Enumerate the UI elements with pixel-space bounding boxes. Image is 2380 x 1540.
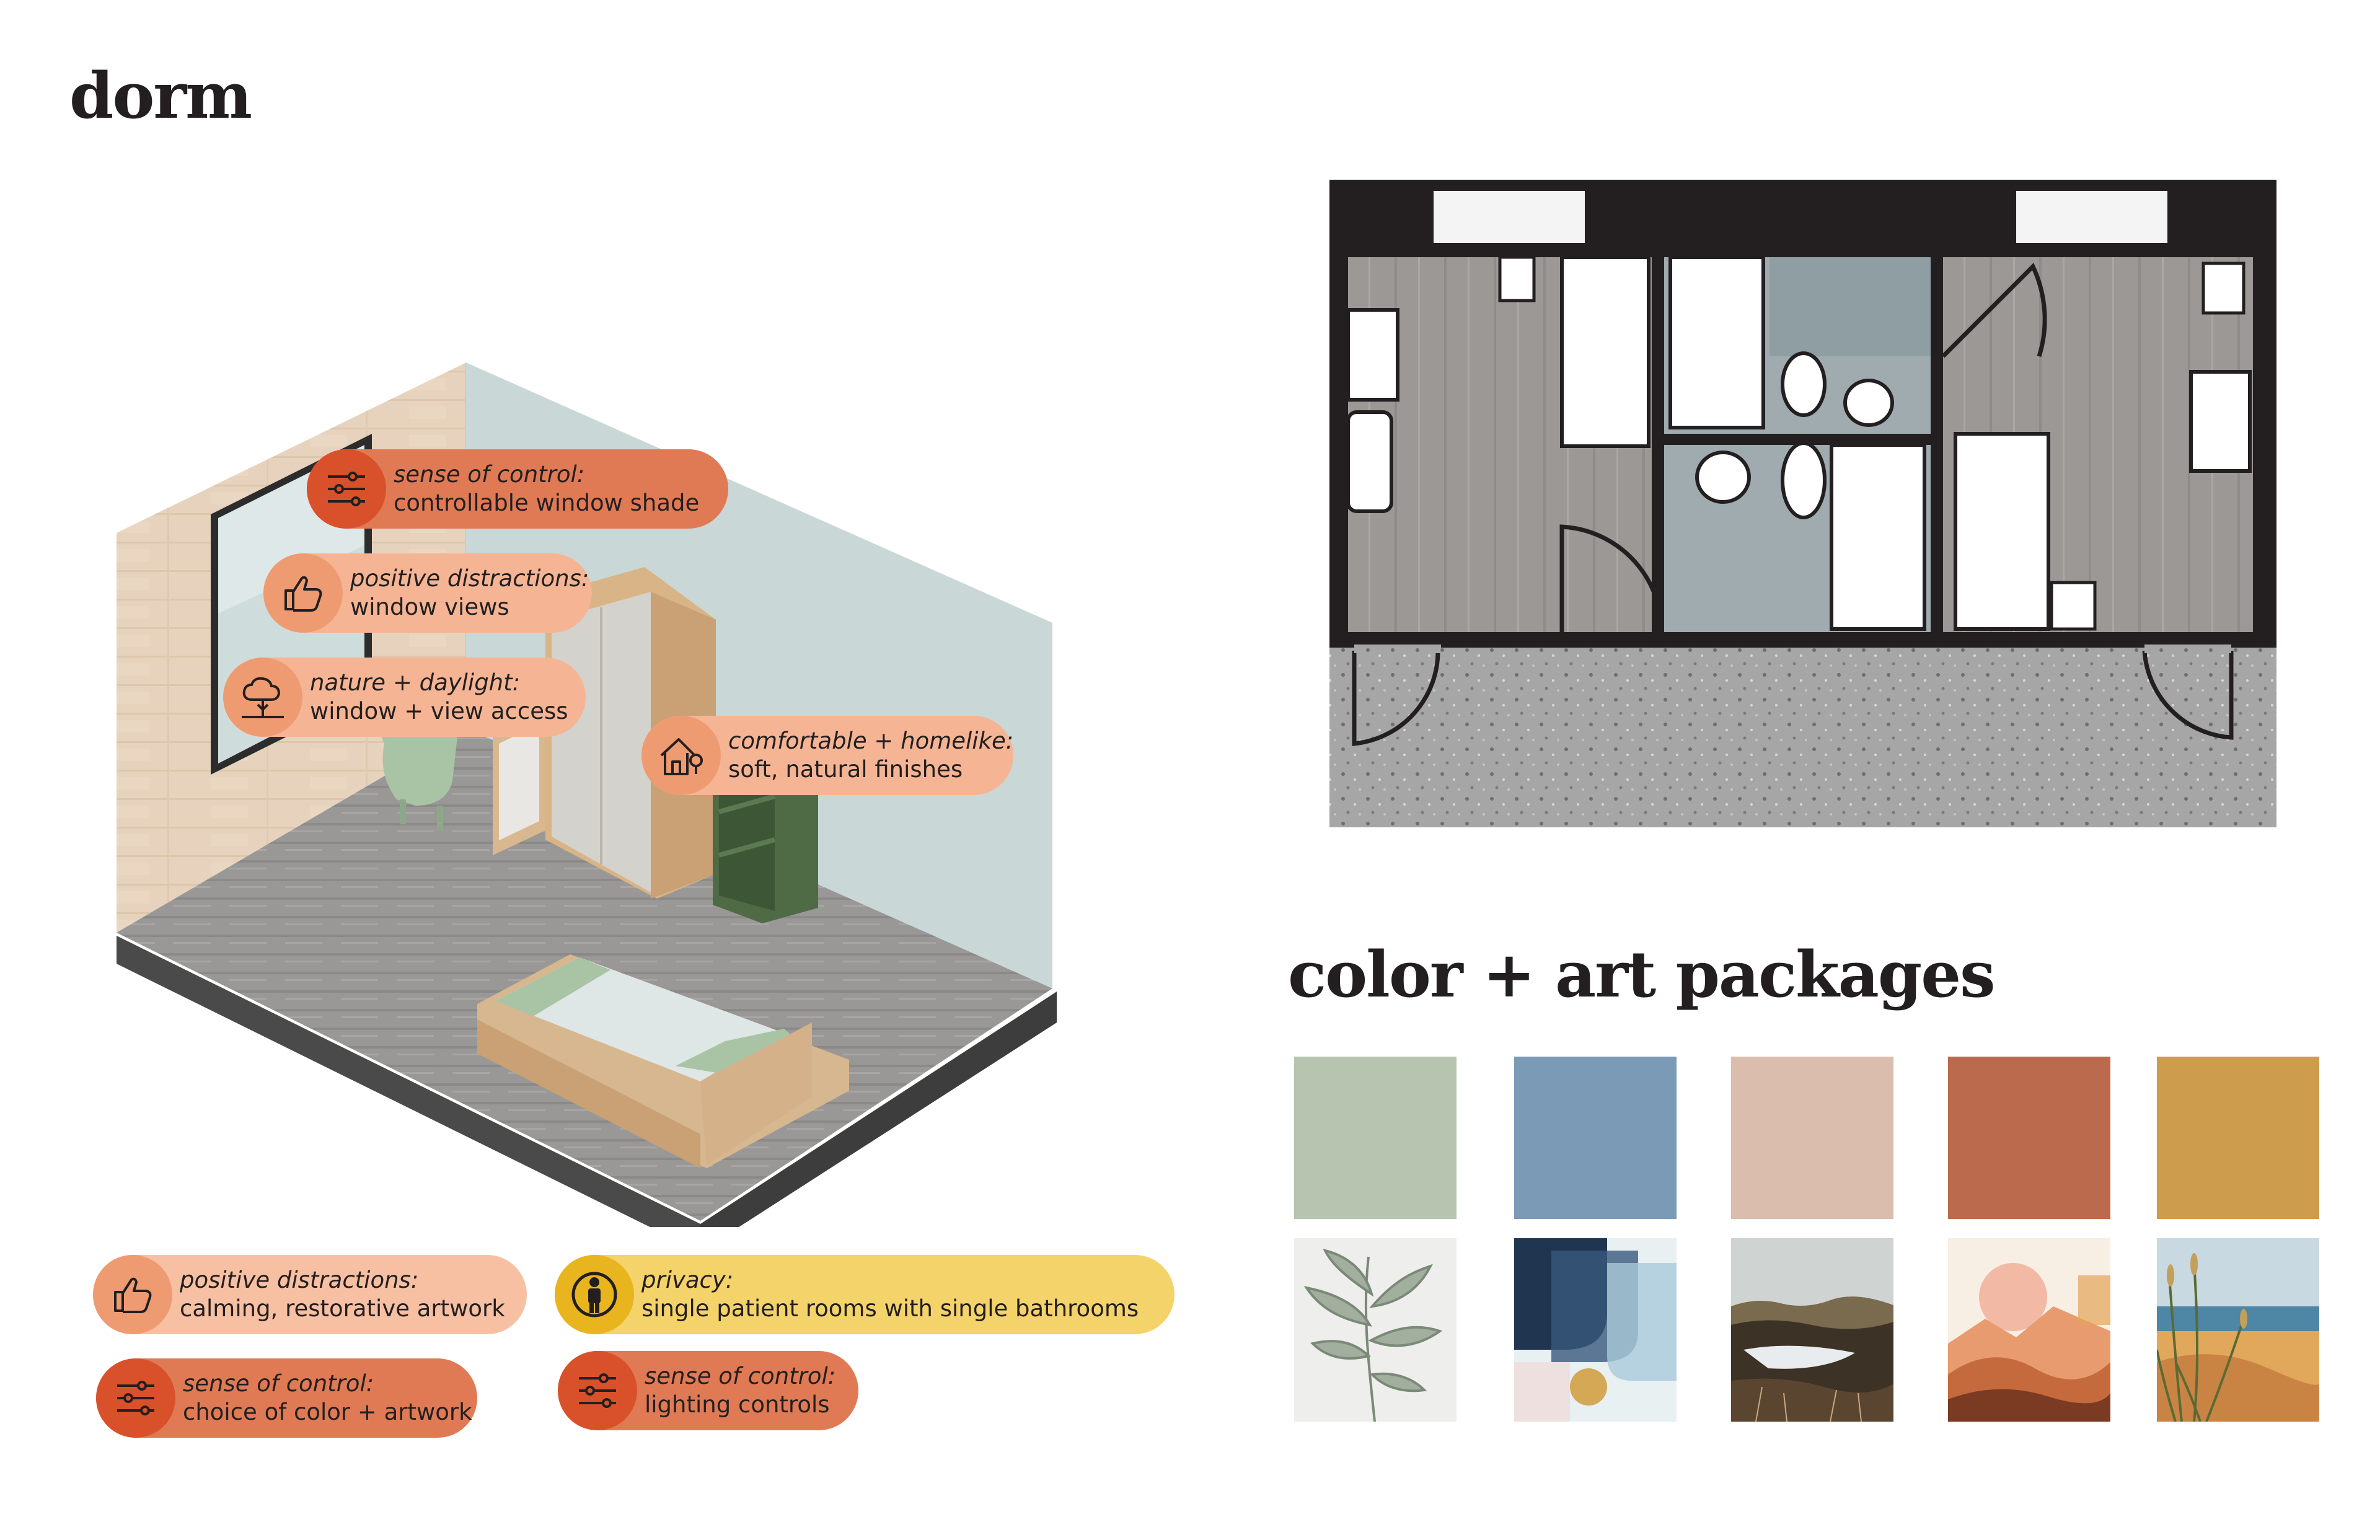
tree-icon <box>223 658 302 737</box>
desert-sunset-artwork <box>1948 1238 2110 1422</box>
callout-privacy: privacy:single patient rooms with single… <box>555 1255 1175 1334</box>
callout-description: single patient rooms with single bathroo… <box>641 1295 1139 1322</box>
sliders-icon <box>307 449 386 529</box>
thumbs-up-icon <box>93 1255 172 1334</box>
marsh-landscape-artwork <box>1731 1238 1893 1422</box>
floor-plan <box>1329 180 2276 827</box>
dorm-title: dorm <box>69 59 252 133</box>
callout-lighting-controls: sense of control:lighting controls <box>558 1351 858 1430</box>
callout-description: lighting controls <box>645 1391 830 1418</box>
sliders-icon <box>558 1351 637 1430</box>
callout-description: window views <box>350 594 509 620</box>
color-art-packages-title: color + art packages <box>1288 938 1996 1012</box>
callout-category: nature + daylight: <box>310 669 521 696</box>
callout-restorative-artwork: positive distractions:calming, restorati… <box>93 1255 527 1334</box>
floor-slab <box>117 936 1057 1227</box>
callout-window-view-access: nature + daylight:window + view access <box>223 658 586 737</box>
callout-category: positive distractions: <box>180 1267 419 1293</box>
thumbs-up-icon <box>263 553 343 633</box>
botanical-leaves-artwork <box>1294 1238 1457 1422</box>
callout-category: positive distractions: <box>350 565 589 592</box>
callout-description: soft, natural finishes <box>728 756 963 783</box>
callout-description: controllable window shade <box>394 490 700 516</box>
home-icon <box>641 716 721 795</box>
callout-color-artwork-choice: sense of control:choice of color + artwo… <box>96 1358 477 1438</box>
color-swatch-terracotta <box>1948 1057 2110 1219</box>
person-icon <box>555 1255 634 1334</box>
color-swatch-ochre <box>2157 1057 2319 1219</box>
callout-soft-natural-finishes: comfortable + homelike:soft, natural fin… <box>641 716 1013 795</box>
callout-category: comfortable + homelike: <box>728 728 1014 754</box>
callout-description: choice of color + artwork <box>183 1399 472 1425</box>
sliders-icon <box>96 1358 175 1438</box>
color-swatch-blush <box>1731 1057 1893 1219</box>
color-swatch-blue <box>1514 1057 1677 1219</box>
callout-category: sense of control: <box>394 461 585 488</box>
callout-description: calming, restorative artwork <box>180 1295 505 1322</box>
abstract-blue-shapes-artwork <box>1514 1238 1677 1422</box>
corridor <box>1329 645 2276 827</box>
callout-category: privacy: <box>641 1267 734 1293</box>
callout-window-views: positive distractions:window views <box>263 553 592 633</box>
callout-controllable-window-shade: sense of control:controllable window sha… <box>307 449 728 529</box>
callout-category: sense of control: <box>645 1363 836 1389</box>
color-swatch-sage <box>1294 1057 1457 1219</box>
callout-description: window + view access <box>310 698 568 724</box>
beach-grass-artwork <box>2157 1238 2319 1422</box>
callout-category: sense of control: <box>183 1370 374 1397</box>
